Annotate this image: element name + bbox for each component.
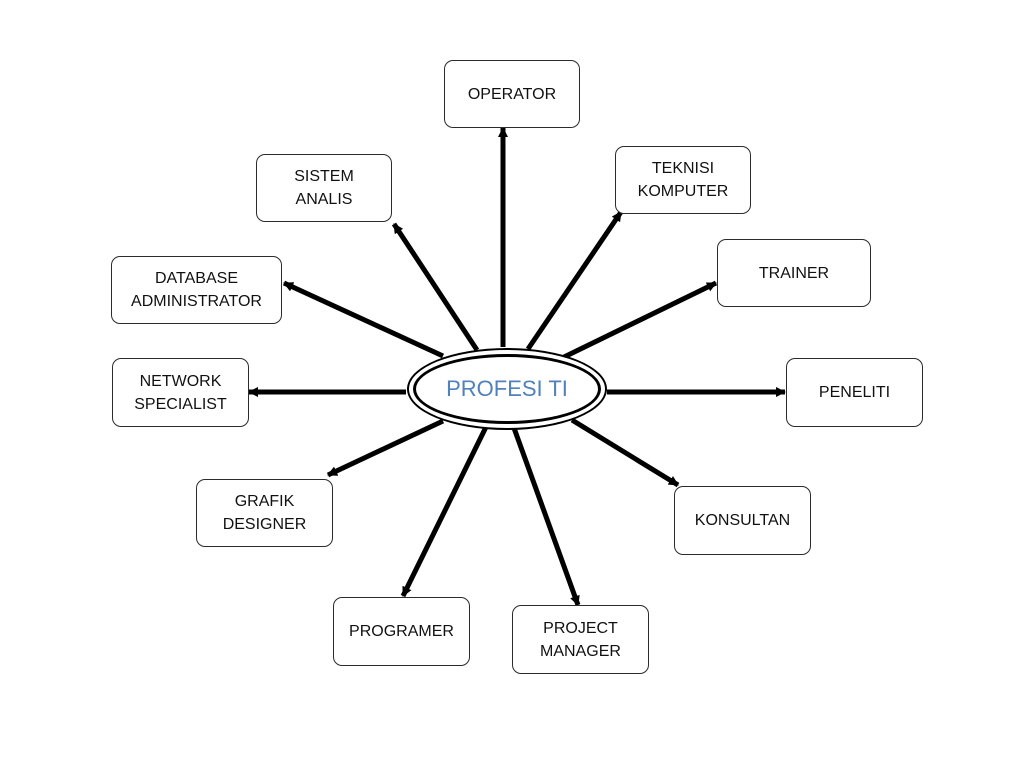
node-konsultan-line-1: KONSULTAN (694, 512, 791, 529)
node-sistem-analis: SISTEM ANALIS (256, 154, 392, 222)
node-database-administrator-line-2: ADMINISTRATOR (131, 293, 262, 310)
node-project-manager: PROJECT MANAGER (512, 605, 649, 674)
node-peneliti-line-1: PENELITI (818, 384, 891, 401)
node-trainer-line-1: TRAINER (758, 264, 830, 282)
node-teknisi-komputer-line-2: KOMPUTER (637, 183, 729, 200)
node-sistem-analis-line-1: SISTEM (294, 168, 354, 185)
node-trainer: TRAINER (717, 239, 871, 307)
node-project-manager-line-1: PROJECT (543, 619, 618, 637)
node-grafik-designer: GRAFIK DESIGNER (196, 479, 333, 547)
node-teknisi-komputer: TEKNISI KOMPUTER (615, 146, 751, 214)
arrow-to-teknisi (525, 210, 624, 351)
node-database-administrator: DATABASE ADMINISTRATOR (111, 256, 282, 324)
arrow-to-database (282, 280, 445, 359)
center-node: PROFESI TI (413, 354, 601, 424)
node-database-administrator-line-1: DATABASE (155, 270, 238, 287)
node-sistem-analis-line-2: ANALIS (295, 191, 353, 208)
node-network-specialist-line-1: NETWORK (139, 372, 222, 390)
arrow-to-sistem (391, 222, 480, 352)
center-label: PROFESI TI (446, 376, 568, 401)
node-teknisi-komputer-line-1: TEKNISI (651, 160, 715, 177)
node-grafik-designer-line-2: DESIGNER (222, 516, 307, 533)
node-operator: OPERATOR (444, 60, 580, 128)
node-operator-line-1: OPERATOR (467, 85, 557, 103)
node-programer-line-1: PROGRAMER (349, 623, 454, 640)
node-network-specialist-line-2: SPECIALIST (134, 395, 227, 413)
node-project-manager-line-2: MANAGER (540, 642, 621, 660)
node-konsultan: KONSULTAN (674, 486, 811, 555)
node-grafik-designer-line-1: GRAFIK (234, 493, 295, 510)
node-peneliti: PENELITI (786, 358, 923, 427)
arrow-to-konsultan (570, 417, 680, 488)
arrow-to-trainer (560, 280, 718, 361)
arrow-to-programer (400, 425, 489, 598)
arrow-to-grafik (326, 418, 445, 478)
arrow-to-project (511, 427, 581, 606)
node-programer: PROGRAMER (333, 597, 470, 666)
node-network-specialist: NETWORK SPECIALIST (112, 358, 249, 427)
